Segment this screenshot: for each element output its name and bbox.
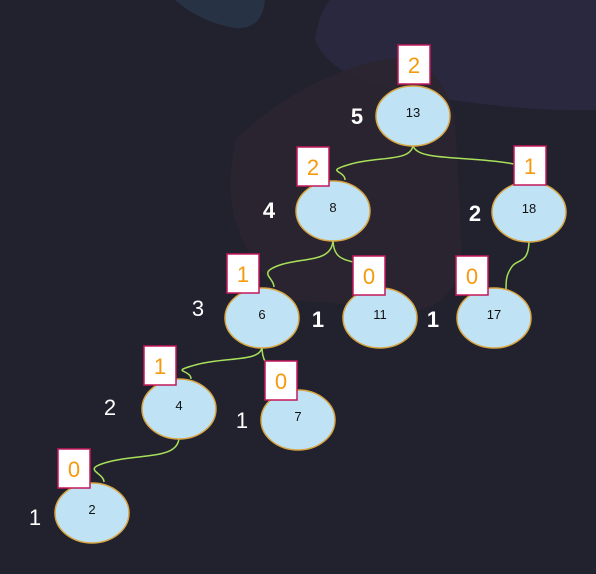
- node-key-label: 2: [88, 502, 95, 517]
- balance-factor-label: 0: [275, 369, 287, 394]
- tree-node: 2 1 0: [29, 448, 130, 544]
- balance-factor-box: [226, 253, 260, 294]
- node-height-label: 1: [312, 307, 324, 332]
- node-height-label: 1: [427, 307, 439, 332]
- balance-factor-label: 1: [237, 262, 249, 287]
- tree-node: 13 5 2: [351, 44, 451, 147]
- balance-factor-box: [397, 44, 431, 85]
- node-circle: [456, 287, 532, 349]
- node-height-label: 2: [469, 201, 481, 226]
- tree-node: 7 1 0: [236, 360, 336, 451]
- node-circle: [295, 180, 371, 242]
- balance-factor-label: 0: [363, 264, 375, 289]
- balance-factor-box: [352, 255, 386, 296]
- tree-edge-6-4: [181, 345, 263, 380]
- balance-factor-box: [296, 146, 330, 187]
- node-circle: [54, 482, 130, 544]
- balance-factor-box: [143, 345, 177, 386]
- balance-factor-box: [455, 255, 489, 296]
- node-height-label: 2: [104, 395, 116, 420]
- node-key-label: 7: [294, 409, 301, 424]
- node-height-label: 5: [351, 104, 363, 129]
- node-key-label: 17: [487, 307, 501, 322]
- node-height-label: 1: [236, 408, 248, 433]
- node-height-label: 3: [192, 296, 204, 321]
- node-key-label: 18: [522, 201, 536, 216]
- balance-factor-box: [264, 360, 298, 401]
- node-key-label: 13: [406, 105, 420, 120]
- balance-factor-label: 2: [307, 155, 319, 180]
- balance-factor-box: [57, 448, 91, 489]
- tree-node: 8 4 2: [263, 146, 371, 242]
- tree-edge-13-8: [336, 143, 414, 181]
- tree-node: 4 2 1: [104, 345, 217, 440]
- node-circle: [224, 287, 300, 349]
- node-key-label: 8: [329, 200, 336, 215]
- node-height-label: 4: [263, 198, 276, 223]
- node-height-label: 1: [29, 505, 41, 530]
- balance-factor-box: [513, 145, 547, 186]
- tree-edge-8-6: [267, 238, 334, 288]
- node-key-label: 6: [258, 307, 265, 322]
- node-circle: [375, 85, 451, 147]
- node-key-label: 11: [373, 307, 387, 322]
- tree-node: 6 3 1: [192, 253, 300, 349]
- balance-factor-label: 1: [524, 154, 536, 179]
- balance-factor-label: 0: [466, 264, 478, 289]
- balance-factor-label: 0: [68, 457, 80, 482]
- tree-edge-18-17: [505, 239, 530, 290]
- node-circle: [141, 378, 217, 440]
- node-circle: [260, 389, 336, 451]
- balance-factor-label: 1: [154, 354, 166, 379]
- tree-edge-4-2: [93, 436, 180, 483]
- decor-shape-top: [175, 0, 265, 29]
- node-key-label: 4: [175, 398, 182, 413]
- balance-factor-label: 2: [408, 53, 420, 78]
